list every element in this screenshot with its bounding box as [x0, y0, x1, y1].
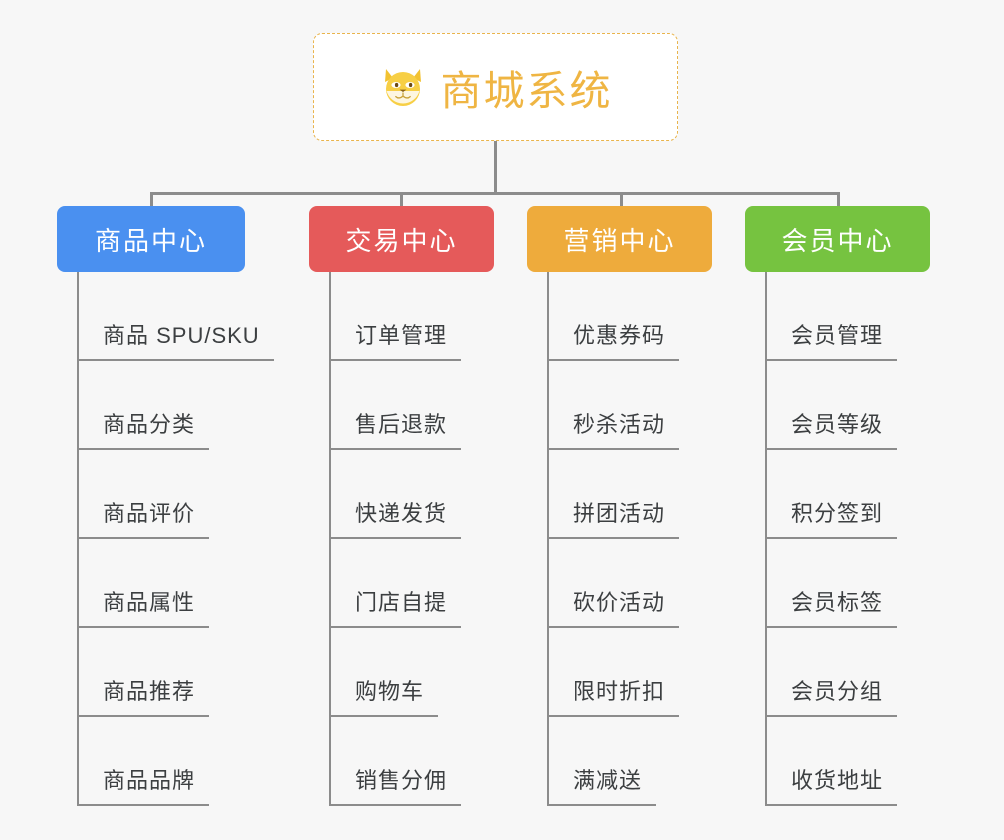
- leaf-label: 会员等级: [791, 407, 898, 450]
- leaf-label: 商品分类: [103, 407, 210, 450]
- leaf-item[interactable]: 商品推荐: [57, 628, 245, 717]
- connector-drop-2: [400, 192, 403, 208]
- leaf-label: 优惠券码: [573, 318, 680, 361]
- category-column-member: 会员中心 会员管理 会员等级 积分签到 会员标签 会员分组 收货地址: [745, 206, 930, 806]
- connector-root-stem: [494, 141, 497, 194]
- leaf-list-product: 商品 SPU/SKU 商品分类 商品评价 商品属性 商品推荐 商品品牌: [57, 272, 274, 806]
- leaf-item[interactable]: 收货地址: [745, 717, 930, 806]
- leaf-label: 砍价活动: [573, 585, 680, 628]
- leaf-item[interactable]: 会员分组: [745, 628, 930, 717]
- category-trunk-trade: [329, 272, 331, 806]
- leaf-label: 订单管理: [355, 318, 462, 361]
- leaf-label: 销售分佣: [355, 763, 462, 806]
- leaf-item[interactable]: 满减送: [527, 717, 712, 806]
- leaf-label: 拼团活动: [573, 496, 680, 539]
- leaf-item[interactable]: 商品品牌: [57, 717, 245, 806]
- category-header-trade[interactable]: 交易中心: [309, 206, 494, 272]
- category-trunk-member: [765, 272, 767, 806]
- leaf-label: 会员标签: [791, 585, 898, 628]
- category-header-member[interactable]: 会员中心: [745, 206, 930, 272]
- leaf-label: 商品评价: [103, 496, 210, 539]
- category-trunk-marketing: [547, 272, 549, 806]
- leaf-label: 限时折扣: [573, 674, 680, 717]
- leaf-label: 门店自提: [355, 585, 462, 628]
- leaf-item[interactable]: 秒杀活动: [527, 361, 712, 450]
- leaf-item[interactable]: 商品属性: [57, 539, 245, 628]
- leaf-label: 商品 SPU/SKU: [103, 318, 274, 361]
- leaf-label: 会员分组: [791, 674, 898, 717]
- connector-drop-1: [150, 192, 153, 208]
- leaf-item[interactable]: 会员管理: [745, 272, 930, 361]
- leaf-label: 会员管理: [791, 318, 898, 361]
- category-header-marketing[interactable]: 营销中心: [527, 206, 712, 272]
- leaf-label: 商品品牌: [103, 763, 210, 806]
- leaf-item[interactable]: 限时折扣: [527, 628, 712, 717]
- leaf-list-member: 会员管理 会员等级 积分签到 会员标签 会员分组 收货地址: [745, 272, 930, 806]
- leaf-item[interactable]: 商品分类: [57, 361, 245, 450]
- leaf-item[interactable]: 售后退款: [309, 361, 494, 450]
- connector-drop-3: [620, 192, 623, 208]
- leaf-item[interactable]: 销售分佣: [309, 717, 494, 806]
- leaf-label: 售后退款: [355, 407, 462, 450]
- leaf-list-marketing: 优惠券码 秒杀活动 拼团活动 砍价活动 限时折扣 满减送: [527, 272, 712, 806]
- leaf-item[interactable]: 积分签到: [745, 450, 930, 539]
- leaf-label: 秒杀活动: [573, 407, 680, 450]
- category-column-product: 商品中心 商品 SPU/SKU 商品分类 商品评价 商品属性 商品推荐 商品品牌: [57, 206, 274, 806]
- leaf-label: 积分签到: [791, 496, 898, 539]
- category-trunk-product: [77, 272, 79, 806]
- leaf-item[interactable]: 砍价活动: [527, 539, 712, 628]
- leaf-item[interactable]: 快递发货: [309, 450, 494, 539]
- leaf-list-trade: 订单管理 售后退款 快递发货 门店自提 购物车 销售分佣: [309, 272, 494, 806]
- dog-face-icon: [379, 63, 427, 111]
- leaf-item[interactable]: 订单管理: [309, 272, 494, 361]
- leaf-item[interactable]: 购物车: [309, 628, 494, 717]
- leaf-label: 快递发货: [355, 496, 462, 539]
- leaf-item[interactable]: 商品评价: [57, 450, 245, 539]
- category-header-product[interactable]: 商品中心: [57, 206, 245, 272]
- leaf-label: 满减送: [573, 763, 657, 806]
- category-column-trade: 交易中心 订单管理 售后退款 快递发货 门店自提 购物车 销售分佣: [309, 206, 494, 806]
- connector-bus: [150, 192, 840, 195]
- category-column-marketing: 营销中心 优惠券码 秒杀活动 拼团活动 砍价活动 限时折扣 满减送: [527, 206, 712, 806]
- leaf-item[interactable]: 拼团活动: [527, 450, 712, 539]
- leaf-item[interactable]: 商品 SPU/SKU: [57, 272, 274, 361]
- leaf-label: 商品属性: [103, 585, 210, 628]
- connector-drop-4: [837, 192, 840, 208]
- root-node[interactable]: 商城系统: [313, 33, 678, 141]
- leaf-label: 购物车: [355, 674, 439, 717]
- leaf-label: 收货地址: [791, 763, 898, 806]
- leaf-item[interactable]: 门店自提: [309, 539, 494, 628]
- leaf-label: 商品推荐: [103, 674, 210, 717]
- root-title: 商城系统: [440, 68, 613, 114]
- leaf-item[interactable]: 会员标签: [745, 539, 930, 628]
- leaf-item[interactable]: 会员等级: [745, 361, 930, 450]
- leaf-item[interactable]: 优惠券码: [527, 272, 712, 361]
